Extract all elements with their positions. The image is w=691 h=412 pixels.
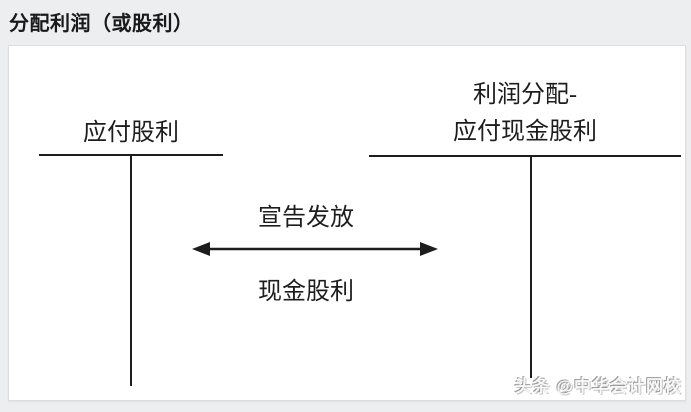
page-title: 分配利润（或股利）: [9, 13, 194, 35]
double-arrow-icon: [191, 240, 439, 258]
left-account-stem-line: [130, 154, 132, 386]
watermark: 头条 @中华会计网校: [514, 377, 682, 396]
diagram-panel: 应付股利 利润分配- 应付现金股利 宣告发放 现金股利 头条 @中华会计网校: [8, 45, 686, 401]
transfer-label-bottom: 现金股利: [258, 279, 354, 305]
right-account-stem-line: [530, 155, 532, 378]
right-account-top-line: [369, 155, 681, 157]
right-account-title-line2: 应付现金股利: [453, 119, 597, 146]
right-account-title: 利润分配- 应付现金股利: [369, 77, 681, 151]
left-account-title: 应付股利: [83, 120, 179, 146]
transfer-label-top: 宣告发放: [258, 205, 354, 231]
right-account-title-line1: 利润分配-: [473, 82, 577, 108]
